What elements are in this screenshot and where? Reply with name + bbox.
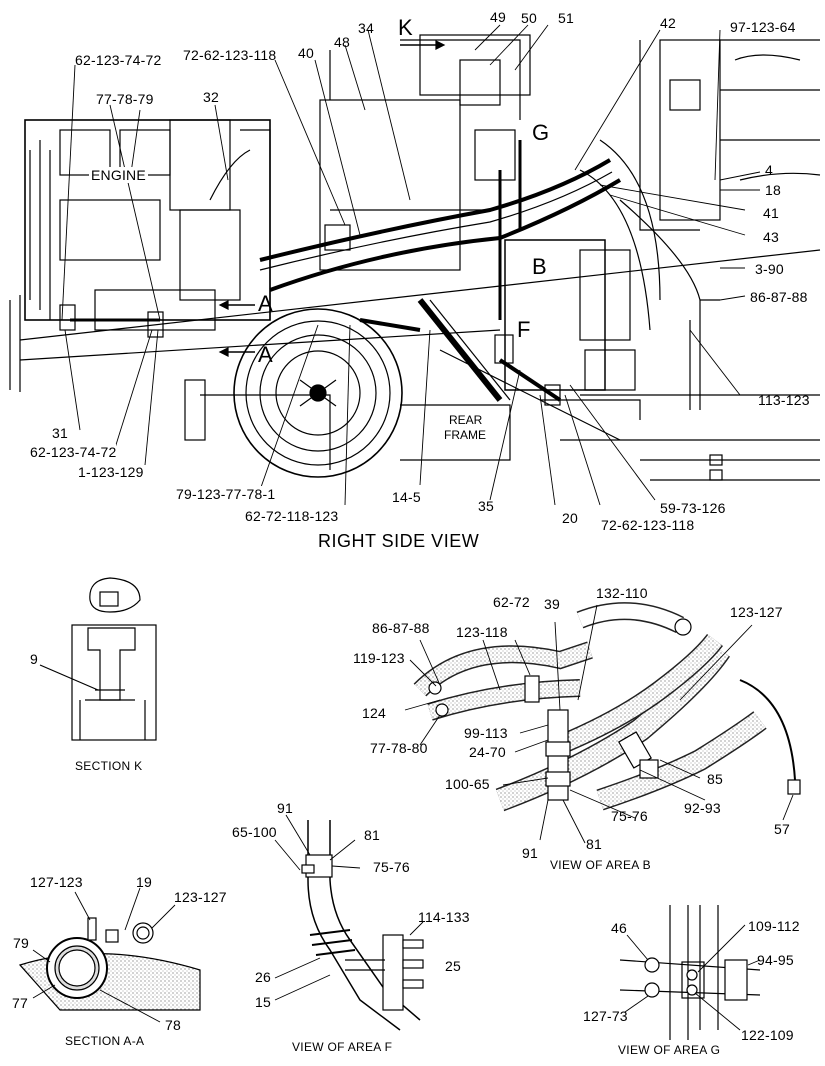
view-f-callout-25: 25	[445, 958, 461, 974]
view-f-drawing	[301, 820, 424, 1031]
view-b-callout-75-76: 75-76	[611, 808, 648, 824]
callout-42: 42	[660, 15, 676, 31]
section-aa-leaders	[32, 887, 176, 1023]
view-f-callout-15: 15	[255, 994, 271, 1010]
marker-b: B	[532, 254, 547, 279]
section-aa-title: SECTION A-A	[65, 1034, 145, 1048]
callout-59-73-126: 59-73-126	[660, 500, 726, 516]
section-aa-callout-77: 77	[12, 995, 28, 1011]
callout-4: 4	[765, 162, 773, 178]
view-b-callout-91: 91	[522, 845, 538, 861]
callout-50: 50	[521, 10, 537, 26]
view-b-leaders	[404, 604, 794, 844]
callout-62-123-74-72-top: 62-123-74-72	[75, 52, 162, 68]
view-g-callout-94-95: 94-95	[757, 952, 794, 968]
section-aa-callout-79: 79	[13, 935, 29, 951]
callout-14-5: 14-5	[392, 489, 421, 505]
callout-79-123-77-78-1: 79-123-77-78-1	[176, 486, 276, 502]
callout-51: 51	[558, 10, 574, 26]
view-b-callout-100-65: 100-65	[445, 776, 490, 792]
main-view-leaders	[61, 24, 761, 506]
view-f-callout-91: 91	[277, 800, 293, 816]
section-k-callout-9: 9	[30, 651, 38, 667]
view-b-callout-124: 124	[362, 705, 386, 721]
callout-32: 32	[203, 89, 219, 105]
callout-113-123: 113-123	[758, 392, 810, 408]
callout-72-62-123-118-top: 72-62-123-118	[183, 47, 277, 63]
marker-k: K	[398, 15, 413, 40]
view-f-callout-75-76: 75-76	[373, 859, 410, 875]
view-f-callout-114-133: 114-133	[418, 909, 470, 925]
section-aa-drawing	[18, 917, 201, 1011]
view-b-callout-132-110: 132-110	[596, 585, 648, 601]
view-b-callout-81: 81	[586, 836, 602, 852]
callout-40: 40	[298, 45, 314, 61]
callout-3-90: 3-90	[755, 261, 784, 277]
view-b-callout-77-78-80: 77-78-80	[370, 740, 428, 756]
view-g-callout-109-112: 109-112	[748, 918, 800, 934]
view-g-leaders	[624, 924, 761, 1031]
callout-62-123-74-72-low: 62-123-74-72	[30, 444, 117, 460]
callout-86-87-88: 86-87-88	[750, 289, 808, 305]
callout-72-62-123-118-low: 72-62-123-118	[601, 517, 695, 533]
view-g-title: VIEW OF AREA G	[618, 1043, 721, 1057]
view-f-callout-65-100: 65-100	[232, 824, 277, 840]
view-g-drawing	[619, 905, 761, 1040]
section-aa-callout-19: 19	[136, 874, 152, 890]
callout-48: 48	[334, 34, 350, 50]
callout-35: 35	[478, 498, 494, 514]
view-b-callout-123-118: 123-118	[456, 624, 508, 640]
view-b-callout-92-93: 92-93	[684, 800, 721, 816]
view-f-callout-26: 26	[255, 969, 271, 985]
view-b-title: VIEW OF AREA B	[550, 858, 651, 872]
marker-a-upper: A	[258, 291, 273, 316]
right-side-view-title: RIGHT SIDE VIEW	[318, 531, 480, 551]
view-b-callout-123-127: 123-127	[730, 604, 783, 620]
callout-77-78-79: 77-78-79	[96, 91, 154, 107]
marker-g: G	[532, 120, 550, 145]
view-b-drawing	[413, 602, 801, 812]
view-b-callout-24-70: 24-70	[469, 744, 506, 760]
view-g-callout-46: 46	[611, 920, 627, 936]
section-aa-callout-78: 78	[165, 1017, 181, 1033]
callout-34: 34	[358, 20, 374, 36]
view-b-callout-119-123: 119-123	[353, 650, 405, 666]
callout-62-72-118-123: 62-72-118-123	[245, 508, 339, 524]
callout-18: 18	[765, 182, 781, 198]
rear-frame-label-2: FRAME	[444, 428, 486, 442]
section-aa-callout-127-123: 127-123	[30, 874, 83, 890]
callout-43: 43	[763, 229, 779, 245]
section-k-drawing	[39, 577, 157, 741]
view-b-callout-39: 39	[544, 596, 560, 612]
right-side-view-drawing	[9, 34, 821, 481]
view-b-callout-85: 85	[707, 771, 723, 787]
callout-41: 41	[763, 205, 779, 221]
callout-97-123-64: 97-123-64	[730, 19, 796, 35]
view-f-title: VIEW OF AREA F	[292, 1040, 393, 1054]
callout-20: 20	[562, 510, 578, 526]
view-g-callout-122-109: 122-109	[741, 1027, 794, 1043]
view-g-callout-127-73: 127-73	[583, 1008, 628, 1024]
marker-a-lower: A	[258, 342, 273, 367]
rear-frame-label-1: REAR	[449, 413, 483, 427]
view-b-callout-86-87-88: 86-87-88	[372, 620, 430, 636]
engine-label: ENGINE	[89, 167, 148, 183]
callout-1-123-129: 1-123-129	[78, 464, 144, 480]
view-b-callout-99-113: 99-113	[464, 725, 508, 741]
callout-31: 31	[52, 425, 68, 441]
marker-f: F	[517, 317, 531, 342]
view-b-callout-62-72: 62-72	[493, 594, 530, 610]
view-f-callout-81: 81	[364, 827, 380, 843]
view-b-callout-57: 57	[774, 821, 790, 837]
view-f-leaders	[274, 814, 424, 1001]
callout-49: 49	[490, 9, 506, 25]
section-aa-callout-123-127: 123-127	[174, 889, 227, 905]
section-k-title: SECTION K	[75, 759, 143, 773]
